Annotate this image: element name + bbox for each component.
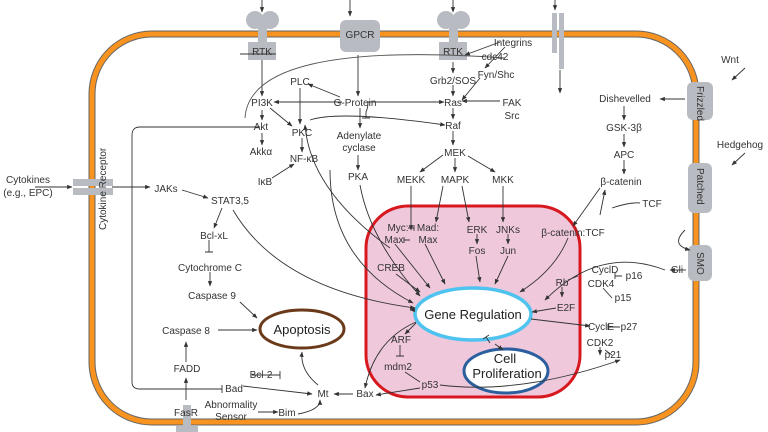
akt-node: Akt [254,122,269,133]
bim-node: Bim [278,408,295,419]
frizzled-label: Frizzled [694,86,705,121]
cycle-node: CyclE [588,322,614,333]
mapk-node: MAPK [441,175,470,186]
gene-regulation-label: Gene Regulation [424,307,522,322]
gene-regulation-node [413,286,533,342]
raf-node: Raf [445,121,461,132]
mt-node: Mt [317,389,328,400]
bad-node: Bad [225,384,243,395]
myc-node: Myc: [387,223,408,234]
src-node: Src [505,111,520,122]
p53-node: p53 [422,380,439,391]
cycld-node: CyclD [592,265,619,276]
dishevelled-node: Dishevelled [599,94,651,105]
smo-receptor: SMO [688,245,712,281]
hedgehog-label: Hedgehog [717,140,763,151]
mdm2-node: mdm2 [384,362,412,373]
cytokines-label: Cytokines [6,175,50,186]
pi3k-node: PI3K [251,98,273,109]
stat-node: STAT3,5 [211,196,249,207]
nucleus-labels: Myc: Max Mad: Max ERK Fos JNKs Jun β-cat… [377,223,643,391]
apoptosis-label: Apoptosis [273,322,331,337]
max-node-2: Max [419,235,438,246]
pkc-node: PKC [292,128,313,139]
integrins-label: Integrins [494,38,532,49]
rtk-label: RTK [252,47,272,58]
cell-proliferation-node [462,347,550,395]
patched-receptor: Patched [688,163,712,213]
fasr-receptor [176,405,198,432]
cell-membrane [88,30,700,426]
mad-node: Mad: [417,223,439,234]
nfkb-node: NF-κB [290,154,319,165]
max-node: Max [385,235,404,246]
beta-catenin-tcf-node: β-catenin:TCF [541,228,605,239]
rb-node: Rb [556,278,569,289]
akka-node: Akkα [250,147,273,158]
p16-node: p16 [626,271,643,282]
adenylate-cyclase-node: Adenylate [337,131,382,142]
p27-node: p27 [621,322,638,333]
e2f-node: E2F [557,303,575,314]
mek-node: MEK [444,148,466,159]
bcl-2-node: Bcl-2 [250,370,273,381]
rtk-label: RTK [443,47,463,58]
pka-node: PKA [348,172,368,183]
fasr-label: FasR [174,408,198,419]
integrins-receptor [552,13,564,69]
cytoplasm-labels: cdc42 Grb2/SOS Fyn/Shc Ras FAK Src Raf M… [154,52,683,423]
abnormality-sensor-node: Abnormality [205,400,258,411]
inhibition-lines [131,53,691,393]
adenylate-cyclase-node-line2: cyclase [342,143,376,154]
pathway-arrows [35,0,746,415]
gpcr-label: GPCR [346,30,375,41]
p21-node: p21 [605,350,622,361]
beta-catenin-node: β-catenin [600,177,641,188]
cdk2-node: CDK2 [587,338,614,349]
tcf-node: TCF [642,199,661,210]
erk-node: ERK [467,225,488,236]
gpcr-receptor: GPCR [340,20,380,52]
mekk-node: MEKK [397,175,426,186]
frizzled-receptor: Frizzled [687,82,713,121]
grb2-sos-node: Grb2/SOS [430,76,476,87]
cytokine-receptor-label: Cytokine Receptor [98,147,109,230]
patched-label: Patched [694,168,705,205]
ikb-node: IκB [258,177,273,188]
caspase-8-node: Caspase 8 [162,326,210,337]
apoptosis-node [258,308,346,350]
gsk-3b-node: GSK-3β [606,123,642,134]
plc-node: PLC [290,77,309,88]
arf-node: ARF [391,335,411,346]
jaks-node: JAKs [154,184,177,195]
fadd-node: FADD [174,364,201,375]
wnt-label: Wnt [721,55,739,66]
cdc42-node: cdc42 [482,52,509,63]
p15-node: p15 [615,293,632,304]
bcl-xl-node: Bcl-xL [200,231,228,242]
jun-node: Jun [500,246,516,257]
mkk-node: MKK [492,175,514,186]
cell-proliferation-label: Cell [494,351,517,366]
cytokines-example-label: (e.g., EPC) [3,188,52,199]
bax-node: Bax [356,389,373,400]
creb-node: CREB [377,263,405,274]
fos-node: Fos [469,246,486,257]
gli-node: Gli [671,265,683,276]
ras-node: Ras [444,98,462,109]
cdk4-node: CDK4 [588,279,615,290]
fyn-shc-node: Fyn/Shc [478,70,515,81]
apc-node: APC [614,150,635,161]
jnks-node: JNKs [496,225,520,236]
abnormality-sensor-node-line2: Sensor [215,412,247,423]
cell-proliferation-label-line2: Proliferation [472,366,541,381]
fak-node: FAK [503,98,522,109]
g-protein-node: G-Protein [334,98,377,109]
rtk-receptor-1: RTK [246,11,279,60]
smo-label: SMO [694,252,705,275]
cytochrome-c-node: Cytochrome C [178,263,242,274]
caspase-9-node: Caspase 9 [188,291,236,302]
cytokine-receptor: Cytokine Receptor [73,147,113,230]
